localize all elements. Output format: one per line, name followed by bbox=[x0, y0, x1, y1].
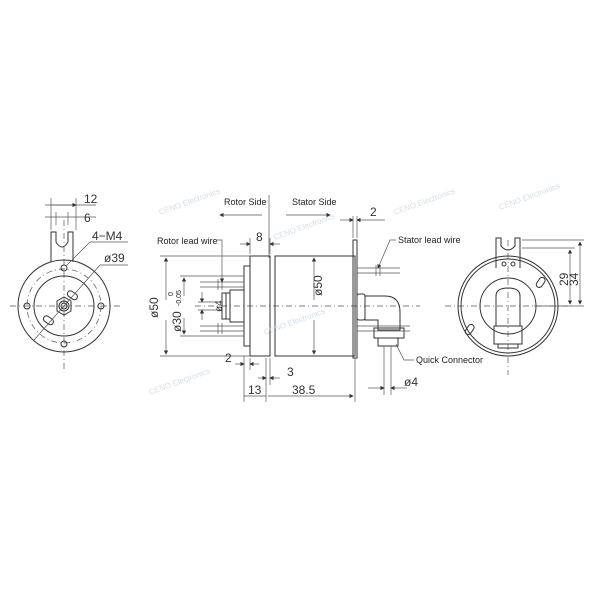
dim-2-bottom-label: 2 bbox=[225, 351, 232, 365]
watermark: CENO Electronics bbox=[158, 186, 222, 217]
watermark-group: CENO Electronics CENO Electronics CENO E… bbox=[148, 181, 562, 397]
dim-12-label: 12 bbox=[84, 192, 98, 206]
dim-phi4-shaft-label: ø4 bbox=[214, 300, 225, 312]
dim-8-label: 8 bbox=[256, 230, 263, 244]
quick-connector-label: Quick Connector bbox=[416, 355, 483, 365]
dim-phi50-left-label: ø50 bbox=[147, 297, 161, 318]
side-view: Rotor Side Stator Side Rotor lead wire bbox=[147, 195, 483, 402]
stator-lead-wire-label: Stator lead wire bbox=[398, 235, 461, 245]
dim-3-label: 3 bbox=[287, 365, 294, 379]
dim-pcd-label: ø39 bbox=[104, 251, 125, 265]
watermark: CENO Electronics bbox=[498, 181, 562, 212]
dim-phi4-connector-label: ø4 bbox=[404, 375, 418, 389]
watermark: CENO Electronics bbox=[393, 186, 457, 217]
dim-29-label: 29 bbox=[557, 272, 571, 286]
rear-view: 29 34 bbox=[445, 237, 584, 375]
dim-phi30-label: ø30 bbox=[170, 311, 184, 332]
dim-38-5-label: 38.5 bbox=[292, 383, 316, 397]
dim-phi30-tol-upper: 0 bbox=[168, 292, 175, 296]
rotor-lead-wire-label: Rotor lead wire bbox=[157, 236, 218, 246]
dim-thread-label: 4−M4 bbox=[92, 229, 123, 243]
dim-2-top-label: 2 bbox=[370, 205, 377, 219]
dim-6-label: 6 bbox=[84, 211, 91, 225]
front-view: 12 6 4−M4 ø39 bbox=[10, 192, 128, 370]
dim-phi30-tol-lower: -0.05 bbox=[176, 290, 183, 306]
watermark: CENO Electronics bbox=[273, 211, 337, 242]
dim-34-label: 34 bbox=[567, 272, 581, 286]
watermark: CENO Electronics bbox=[148, 366, 212, 397]
rotor-side-label: Rotor Side bbox=[224, 197, 267, 207]
dim-13-label: 13 bbox=[248, 383, 262, 397]
dim-phi50-body-label: ø50 bbox=[311, 275, 325, 296]
stator-side-label: Stator Side bbox=[292, 197, 337, 207]
watermark: CENO Electronics bbox=[263, 306, 327, 337]
